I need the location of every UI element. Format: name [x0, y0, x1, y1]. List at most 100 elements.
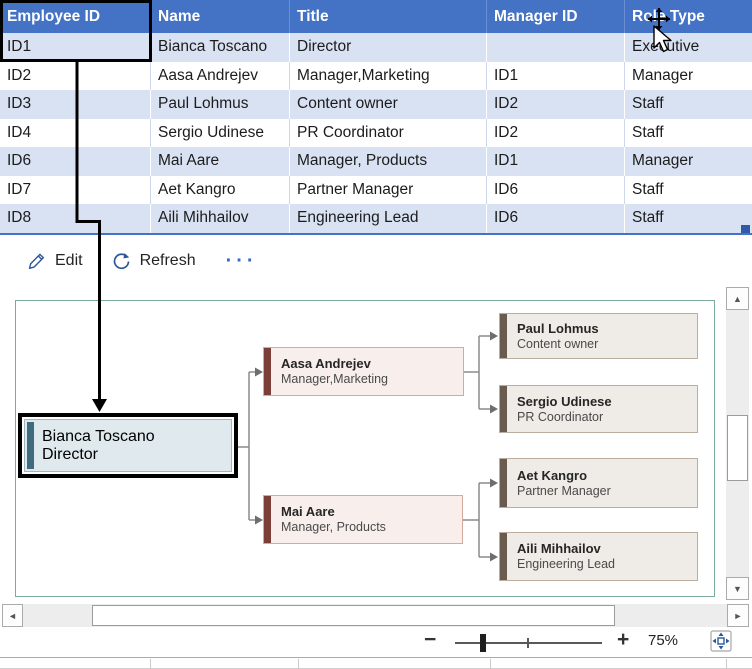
cell-role-type[interactable]: Staff	[632, 180, 664, 198]
org-node-aasa-andrejev[interactable]: Aasa Andrejev Manager,Marketing	[263, 347, 464, 396]
cell-manager-id[interactable]: ID1	[487, 61, 625, 90]
cell-manager-id[interactable]	[487, 33, 625, 62]
node-title: PR Coordinator	[517, 409, 604, 424]
cell-name[interactable]: Sergio Udinese	[151, 118, 290, 147]
cell-role-type[interactable]: Staff	[632, 123, 664, 141]
right-arrow-icon: ►	[733, 610, 743, 621]
pencil-icon	[28, 253, 44, 269]
ellipsis-icon: ···	[225, 249, 258, 272]
cell-name[interactable]: Aet Kangro	[151, 175, 290, 204]
table-row: ID8 Aili Mihhailov Engineering Lead ID6 …	[0, 204, 752, 233]
table-row: ID3 Paul Lohmus Content owner ID2 Staff	[0, 90, 752, 119]
node-name: Aasa Andrejev	[281, 356, 371, 371]
cell-name[interactable]: Aili Mihhailov	[151, 204, 290, 233]
selected-node-outline: Bianca Toscano Director	[18, 413, 238, 478]
table-row: ID1 Bianca Toscano Director Executive	[0, 33, 752, 62]
worksheet-gridline	[298, 659, 299, 669]
cell-title[interactable]: PR Coordinator	[290, 118, 487, 147]
node-name: Aet Kangro	[517, 467, 588, 483]
node-accent-bar	[27, 422, 34, 469]
more-options-button[interactable]: ···	[226, 250, 258, 273]
cell-title[interactable]: Engineering Lead	[290, 204, 487, 233]
zoom-slider-thumb[interactable]	[480, 634, 486, 652]
fit-to-window-button[interactable]	[710, 630, 732, 652]
zoom-in-button[interactable]: +	[617, 628, 630, 651]
scroll-down-button[interactable]: ▼	[726, 577, 749, 600]
visual-toolbar: Edit Refresh ···	[0, 237, 500, 285]
cell-manager-id[interactable]: ID2	[487, 90, 625, 119]
horizontal-scrollbar[interactable]: ◄ ►	[2, 604, 749, 627]
cell-title[interactable]: Partner Manager	[290, 175, 487, 204]
zoom-level-value: 75%	[648, 632, 679, 649]
cell-manager-id[interactable]: ID6	[487, 204, 625, 233]
cell-role-type[interactable]: Manager	[632, 152, 694, 169]
table-row: ID4 Sergio Udinese PR Coordinator ID2 St…	[0, 118, 752, 147]
cell-role-type[interactable]: Manager	[632, 66, 694, 84]
org-node-sergio-udinese[interactable]: Sergio Udinese PR Coordinator	[499, 385, 698, 433]
table-resize-handle[interactable]	[741, 225, 750, 233]
scroll-up-button[interactable]: ▲	[726, 287, 749, 310]
cell-employee-id[interactable]: ID3	[0, 90, 151, 119]
cell-manager-id[interactable]: ID1	[487, 147, 625, 176]
org-chart-visual[interactable]: Bianca Toscano Director Aasa Andrejev Ma…	[15, 300, 715, 597]
column-header-name[interactable]: Name	[151, 0, 290, 33]
table-row: ID2 Aasa Andrejev Manager,Marketing ID1 …	[0, 61, 752, 90]
refresh-label: Refresh	[139, 252, 196, 269]
cell-role-type[interactable]: Staff	[632, 209, 664, 226]
column-header-title[interactable]: Title	[290, 0, 487, 33]
node-title: Content owner	[517, 336, 599, 351]
refresh-button[interactable]: Refresh	[112, 252, 196, 271]
zoom-control-bar: − + 75%	[0, 628, 752, 658]
org-node-aet-kangro[interactable]: Aet Kangro Partner Manager	[499, 458, 698, 508]
cell-manager-id[interactable]: ID2	[487, 118, 625, 147]
cell-employee-id[interactable]: ID1	[0, 33, 151, 62]
column-header-role-type[interactable]: Role Type	[632, 8, 705, 25]
vertical-scroll-thumb[interactable]	[727, 415, 748, 481]
fit-icon-center	[717, 637, 725, 645]
node-name: Mai Aare	[281, 504, 335, 519]
cell-role-type[interactable]: Executive	[632, 38, 700, 55]
column-header-manager-id[interactable]: Manager ID	[487, 0, 625, 33]
column-header-employee-id[interactable]: Employee ID	[0, 0, 151, 33]
table-row: ID7 Aet Kangro Partner Manager ID6 Staff	[0, 175, 752, 204]
cell-employee-id[interactable]: ID6	[0, 147, 151, 176]
cell-title[interactable]: Manager, Products	[290, 147, 487, 176]
vertical-scrollbar[interactable]: ▲ ▼	[726, 287, 749, 600]
cell-title[interactable]: Director	[290, 33, 487, 62]
node-title: Manager,Marketing	[281, 372, 389, 386]
node-accent-bar	[500, 533, 507, 580]
cell-name[interactable]: Mai Aare	[151, 147, 290, 176]
cell-employee-id[interactable]: ID2	[0, 61, 151, 90]
edit-label: Edit	[55, 252, 83, 269]
cell-title[interactable]: Manager,Marketing	[290, 61, 487, 90]
scroll-right-button[interactable]: ►	[727, 604, 749, 627]
left-arrow-icon: ◄	[8, 610, 17, 621]
org-node-aili-mihhailov[interactable]: Aili Mihhailov Engineering Lead	[499, 532, 698, 581]
cell-employee-id[interactable]: ID7	[0, 175, 151, 204]
node-name: Paul Lohmus	[517, 320, 599, 336]
zoom-out-button[interactable]: −	[424, 628, 437, 651]
worksheet-edge	[0, 657, 752, 669]
node-title: Engineering Lead	[517, 557, 615, 571]
org-node-mai-aare[interactable]: Mai Aare Manager, Products	[263, 495, 463, 544]
org-node-paul-lohmus[interactable]: Paul Lohmus Content owner	[499, 313, 698, 359]
cell-manager-id[interactable]: ID6	[487, 175, 625, 204]
org-node-bianca-toscano[interactable]: Bianca Toscano Director	[24, 419, 232, 472]
node-title: Director	[42, 445, 99, 463]
zoom-slider-tick	[527, 638, 529, 648]
cell-employee-id[interactable]: ID8	[0, 204, 151, 233]
down-arrow-icon: ▼	[733, 583, 742, 594]
cell-name[interactable]: Paul Lohmus	[151, 90, 290, 119]
scroll-left-button[interactable]: ◄	[2, 604, 23, 627]
cell-role-type[interactable]: Staff	[632, 95, 664, 112]
node-name: Bianca Toscano	[42, 427, 155, 445]
cell-name[interactable]: Bianca Toscano	[151, 33, 290, 62]
worksheet-gridline	[726, 659, 727, 669]
cell-employee-id[interactable]: ID4	[0, 118, 151, 147]
node-accent-bar	[264, 496, 271, 543]
edit-button[interactable]: Edit	[27, 252, 83, 271]
cell-name[interactable]: Aasa Andrejev	[151, 61, 290, 90]
cell-title[interactable]: Content owner	[290, 90, 487, 119]
horizontal-scroll-thumb[interactable]	[92, 605, 615, 626]
